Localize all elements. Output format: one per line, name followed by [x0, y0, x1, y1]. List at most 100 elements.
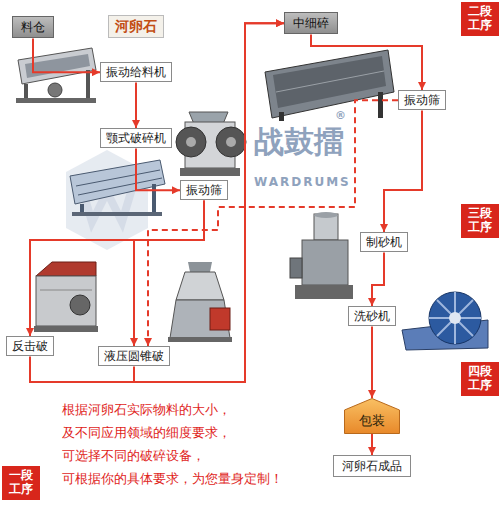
note-text: 及不同应用领域的细度要求，: [62, 425, 231, 441]
node-text: 制砂机: [366, 235, 402, 249]
node-text: 洗砂机: [354, 309, 390, 323]
vibrating-screen-large-illustration-part: [265, 50, 394, 118]
material-title-box: 河卵石: [108, 15, 164, 38]
jaw-crusher-illustration-part: [180, 168, 240, 176]
cone-crusher-illustration-part: [170, 300, 230, 338]
sand-making-machine-illustration: [290, 212, 353, 299]
vibrating-feeder-illustration-part: [24, 84, 28, 100]
flow-arrow: [148, 100, 398, 346]
flow-arrow: [371, 326, 373, 398]
sand-making-machine-illustration-part: [295, 285, 353, 299]
jaw-crusher-illustration: [176, 112, 246, 176]
flow-arrow: [384, 110, 422, 232]
node-text: 颚式破碎机: [106, 131, 166, 145]
flow-arrow: [372, 252, 384, 306]
node-text: 料仓: [21, 20, 45, 34]
node-text: 振动筛: [186, 183, 222, 197]
vibrating-feeder-illustration-part: [18, 48, 96, 84]
watermark: WARDRUMS: [254, 176, 351, 188]
impact-crusher-illustration-part: [70, 295, 90, 315]
cone-crusher-illustration-part: [210, 308, 230, 330]
node-text: 中细碎: [293, 16, 329, 30]
node-text: 四段工序: [468, 365, 492, 393]
machine-label: 振动给料机: [100, 62, 172, 82]
flow-arrow: [311, 34, 422, 90]
note-text: 可根据你的具体要求，为您量身定制！: [62, 471, 283, 487]
impact-crusher-illustration-part: [36, 262, 96, 276]
node-text: 三段工序: [468, 207, 492, 235]
sand-making-machine-illustration-part: [290, 258, 302, 278]
jaw-crusher-illustration-part: [186, 137, 196, 147]
vibrating-screen-large-illustration: [265, 50, 394, 121]
machine-label: 液压圆锥破: [98, 346, 170, 366]
flow-arrow: [136, 148, 180, 190]
impact-crusher-illustration-part: [34, 326, 98, 332]
flow-arrow: [371, 434, 373, 455]
vibrating-screen-illustration-part: [152, 184, 156, 214]
vibrating-feeder-illustration: [16, 48, 96, 103]
vibrating-screen-illustration-part: [78, 178, 162, 195]
machine-label: 制砂机: [360, 232, 408, 252]
flow-arrow: [30, 200, 204, 336]
sand-washer-illustration-part: [429, 292, 481, 344]
vibrating-screen-illustration-part: [70, 160, 165, 204]
vibrating-screen-large-illustration-part: [378, 92, 383, 118]
watermark: 战鼓擂: [254, 127, 344, 157]
machine-label: 反击破: [6, 336, 54, 356]
flow-arrow: [135, 82, 137, 128]
vibrating-feeder-illustration-part: [48, 83, 62, 97]
sand-making-machine-illustration-part: [302, 240, 348, 285]
vibrating-screen-illustration-part: [72, 212, 162, 216]
node-text: 河卵石: [115, 18, 157, 34]
sand-washer-illustration-part: [437, 300, 473, 336]
note-text: 可选择不同的破碎设备，: [62, 448, 205, 464]
vibrating-screen-large-illustration-part: [276, 71, 384, 92]
note-text: 根据河卵石实际物料的大小，: [62, 402, 231, 418]
vibrating-screen-illustration: [70, 160, 165, 216]
stage-title-box: 中细碎: [284, 12, 338, 34]
sand-washer-illustration-part: [449, 312, 461, 324]
vibrating-screen-illustration-part: [76, 170, 160, 186]
impact-crusher-illustration-part: [36, 276, 96, 326]
vibrating-screen-large-illustration-part: [273, 56, 386, 108]
flow-arrow: [33, 38, 100, 72]
node-text: 振动筛: [404, 93, 440, 107]
flow-arrow: [30, 23, 284, 382]
cone-crusher-illustration-part: [176, 272, 224, 300]
node-text: 振动给料机: [106, 65, 166, 79]
product-box: 河卵石成品: [333, 455, 411, 477]
machine-label: 振动筛: [398, 90, 446, 110]
silo-box: 料仓: [12, 16, 54, 38]
stage-badge: 四段工序: [461, 362, 499, 396]
impact-crusher-illustration: [34, 262, 98, 332]
jaw-crusher-illustration-part: [226, 137, 236, 147]
stage-badge: 一段工序: [2, 466, 40, 500]
node-text: 河卵石成品: [342, 459, 402, 473]
sand-washer-illustration: [402, 292, 488, 350]
machine-label: 洗砂机: [348, 306, 396, 326]
node-text: 一段工序: [9, 469, 33, 497]
machine-label: 振动筛: [180, 180, 228, 200]
node-text: 反击破: [12, 339, 48, 353]
sand-making-machine-illustration-part: [314, 212, 338, 218]
cone-crusher-illustration: [168, 262, 232, 342]
jaw-crusher-illustration-part: [176, 127, 206, 157]
impact-crusher-illustration-part: [40, 290, 92, 291]
cone-crusher-illustration-part: [168, 337, 232, 342]
vibrating-feeder-illustration-part: [25, 54, 90, 78]
stage-badge: 三段工序: [461, 204, 499, 238]
pentagon-shape: [345, 399, 400, 434]
watermark: ®: [335, 110, 346, 121]
stage-badge: 二段工序: [461, 2, 499, 36]
jaw-crusher-illustration-part: [216, 127, 246, 157]
flow-arrow: [134, 200, 204, 346]
vibrating-screen-large-illustration-part: [279, 112, 284, 121]
vibrating-feeder-illustration-part: [86, 70, 90, 100]
sand-washer-illustration-part: [437, 300, 473, 336]
node-text: 二段工序: [468, 5, 492, 33]
node-text: 液压圆锥破: [104, 349, 164, 363]
machine-label: 颚式破碎机: [100, 128, 172, 148]
cone-crusher-illustration-part: [188, 262, 212, 272]
